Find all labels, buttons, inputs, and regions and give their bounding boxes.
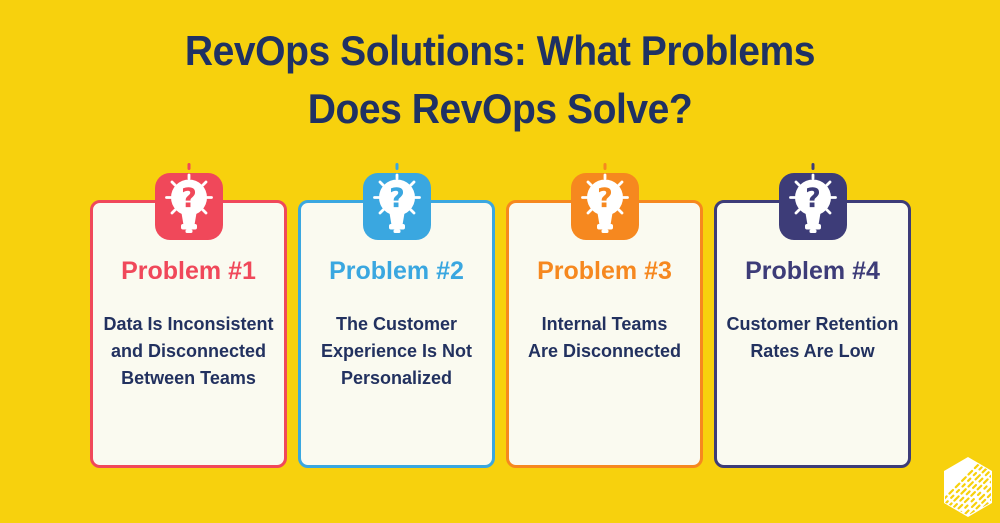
card-label: Problem #1 (121, 257, 256, 285)
lightbulb-question-icon: ? (778, 163, 847, 241)
card-body-line: Personalized (340, 368, 453, 388)
lightbulb-question-icon: ? (570, 163, 639, 241)
card-body-text: Internal Teams Are Disconnected (509, 311, 700, 365)
svg-text:?: ? (597, 183, 613, 214)
page-title-line2: Does RevOps Solve? (307, 85, 693, 132)
card-body-line: The Customer (335, 314, 458, 334)
page-title: RevOps Solutions: What Problems Does Rev… (35, 22, 965, 138)
card-body-line: Internal Teams (541, 314, 668, 334)
card-body-line: Customer Retention (726, 314, 899, 334)
problem-card-4: ? Problem #4 Customer Retention Rates Ar… (714, 163, 911, 468)
card-label: Problem #4 (745, 257, 880, 285)
svg-text:?: ? (805, 183, 821, 214)
problem-card-1: ? Problem #1 Data Is Inconsistent and Di… (90, 163, 287, 468)
problem-card-3: ? Problem #3 Internal Teams Are Disconne… (506, 163, 703, 468)
card-body-text: Data Is Inconsistent and Disconnected Be… (93, 311, 284, 392)
card-body-text: Customer Retention Rates Are Low (717, 311, 908, 365)
card-body-line: Experience Is Not (320, 341, 473, 361)
card-body-line: and Disconnected (110, 341, 267, 361)
card-body-line: Rates Are Low (750, 341, 875, 361)
hexagon-hatched-logo-icon (942, 457, 994, 517)
problem-cards-row: ? Problem #1 Data Is Inconsistent and Di… (90, 163, 911, 468)
card-body-line: Are Disconnected (527, 341, 682, 361)
problem-card-2: ? Problem #2 The Customer Experience Is … (298, 163, 495, 468)
svg-text:?: ? (181, 183, 197, 214)
card-body-text: The Customer Experience Is Not Personali… (301, 311, 492, 392)
card-body-line: Data Is Inconsistent (103, 314, 274, 334)
lightbulb-question-icon: ? (362, 163, 431, 241)
card-label: Problem #2 (329, 257, 464, 285)
card-label: Problem #3 (537, 257, 672, 285)
svg-text:?: ? (389, 183, 405, 214)
card-body-line: Between Teams (121, 368, 256, 388)
lightbulb-question-icon: ? (154, 163, 223, 241)
page-title-line1: RevOps Solutions: What Problems (184, 27, 816, 74)
